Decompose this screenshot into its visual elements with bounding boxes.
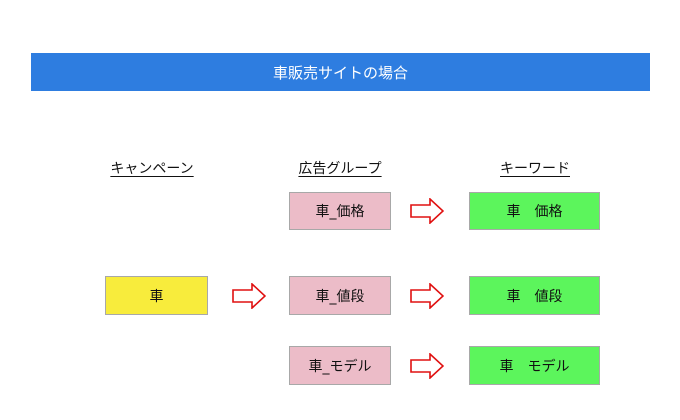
arrow-right-icon: [410, 198, 444, 224]
keyword-label-3: 車 モデル: [499, 358, 570, 375]
campaign-box: 車: [105, 276, 208, 315]
keyword-box-3: 車 モデル: [469, 346, 600, 385]
adgroup-box-1: 車_価格: [289, 192, 391, 230]
arrow-right-icon: [410, 283, 444, 309]
adgroup-label-2: 車_値段: [315, 288, 365, 305]
adgroup-box-2: 車_値段: [289, 276, 391, 315]
adgroup-label-3: 車_モデル: [308, 358, 372, 375]
adgroup-box-3: 車_モデル: [289, 346, 391, 385]
arrow-right-icon: [410, 353, 444, 379]
header-keyword: キーワード: [500, 161, 570, 177]
arrow-right-icon: [232, 283, 266, 309]
keyword-label-1: 車 価格: [506, 204, 563, 220]
header-campaign: キャンペーン: [110, 161, 194, 177]
keyword-box-1: 車 価格: [469, 192, 600, 230]
keyword-box-2: 車 値段: [469, 276, 600, 315]
keyword-label-2: 車 値段: [506, 288, 563, 305]
campaign-label: 車: [149, 288, 164, 305]
adgroup-label-1: 車_価格: [315, 204, 365, 220]
title-banner: 車販売サイトの場合: [31, 53, 650, 91]
header-adgroup: 広告グループ: [298, 161, 382, 177]
title-text: 車販売サイトの場合: [272, 63, 408, 82]
